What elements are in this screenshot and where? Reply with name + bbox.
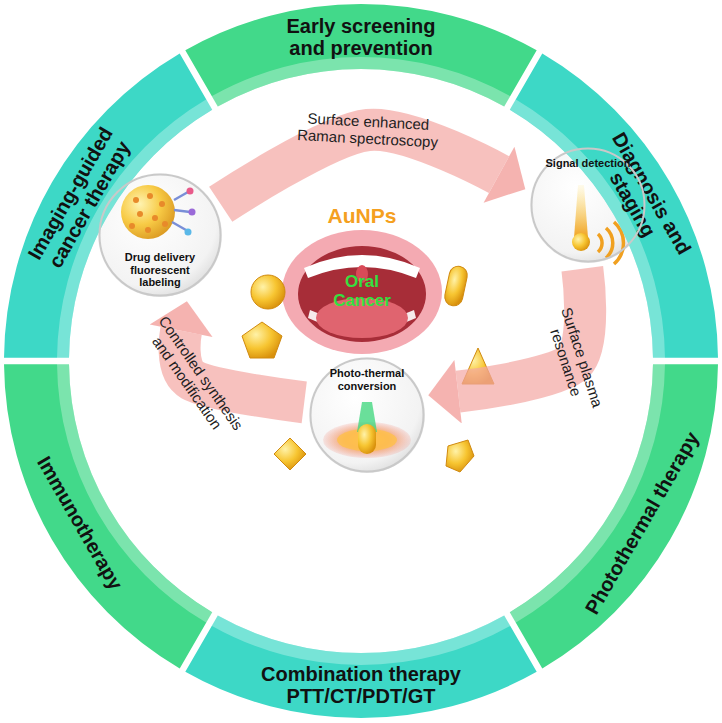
ring-segment	[185, 4, 536, 107]
particle-label: AuNPs	[327, 204, 397, 227]
circle-title: Photo-thermal conversion	[322, 367, 412, 392]
circle-text-box: Drug delivery fluorescent labeling	[112, 251, 208, 289]
circle-border	[311, 359, 424, 472]
organ-label: Oral Cancer	[327, 273, 397, 310]
ring-highlight	[212, 615, 511, 665]
segment-title: Photothermal therapy	[567, 405, 716, 641]
mouth-illustration	[282, 230, 442, 354]
ring-highlight	[212, 57, 511, 107]
ring-segment	[510, 53, 718, 357]
feature-circle: Drug delivery fluorescent labeling	[98, 173, 222, 297]
ring	[4, 4, 718, 718]
ring-segment-label: Early screening and prevention	[274, 15, 449, 60]
ring-segment	[185, 615, 536, 718]
nanoparticle	[242, 265, 494, 472]
circle-title: Signal detection	[543, 157, 633, 170]
ring-segment	[4, 364, 212, 668]
segment-title: Combination therapy PTT/CT/PDT/GT	[241, 663, 481, 708]
circle-text-box: Signal detection	[543, 157, 633, 170]
ring-segment-label: Combination therapy PTT/CT/PDT/GT	[241, 663, 481, 708]
circle-text-box: Photo-thermal conversion	[322, 367, 412, 392]
ring-segment-label: Photothermal therapy	[567, 405, 716, 641]
circle-ground	[98, 147, 646, 473]
drug-carrier-icon	[121, 185, 196, 239]
circle-border	[532, 149, 645, 262]
ring-segment	[510, 364, 718, 668]
feature-circle: Photo-thermal conversion	[309, 357, 425, 473]
photothermal-icon	[323, 402, 411, 458]
circle-title: Drug delivery fluorescent labeling	[112, 251, 208, 289]
segment-title: Early screening and prevention	[274, 15, 449, 60]
feature-circle: Signal detection	[530, 147, 646, 263]
circle-border	[100, 175, 221, 296]
ring-highlight	[57, 364, 212, 623]
